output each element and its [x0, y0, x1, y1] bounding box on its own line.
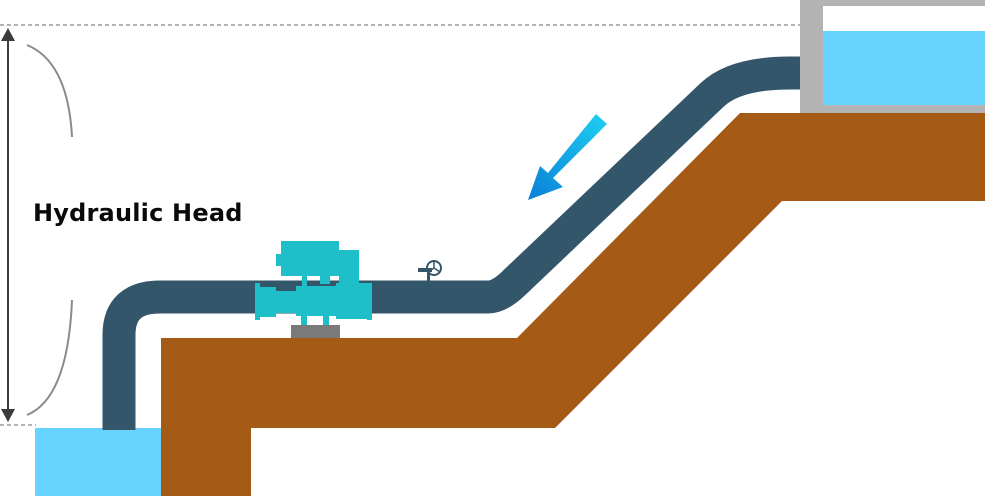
hydraulic-head-label: Hydraulic Head — [33, 199, 243, 227]
arrow-down-icon — [1, 409, 15, 422]
upper-reservoir — [800, 0, 985, 113]
gate-valve — [418, 260, 442, 282]
pump-turbine — [255, 241, 372, 326]
hydraulic-head-dimension — [1, 28, 15, 422]
penstock-pipe — [102, 56, 807, 430]
arrow-up-icon — [1, 28, 15, 41]
pump-base — [291, 325, 340, 338]
brace-lower — [26, 299, 73, 416]
brace-upper — [26, 44, 73, 138]
flow-direction-arrow — [528, 114, 607, 200]
ground-terrain — [161, 113, 985, 496]
lower-reservoir — [35, 428, 161, 496]
